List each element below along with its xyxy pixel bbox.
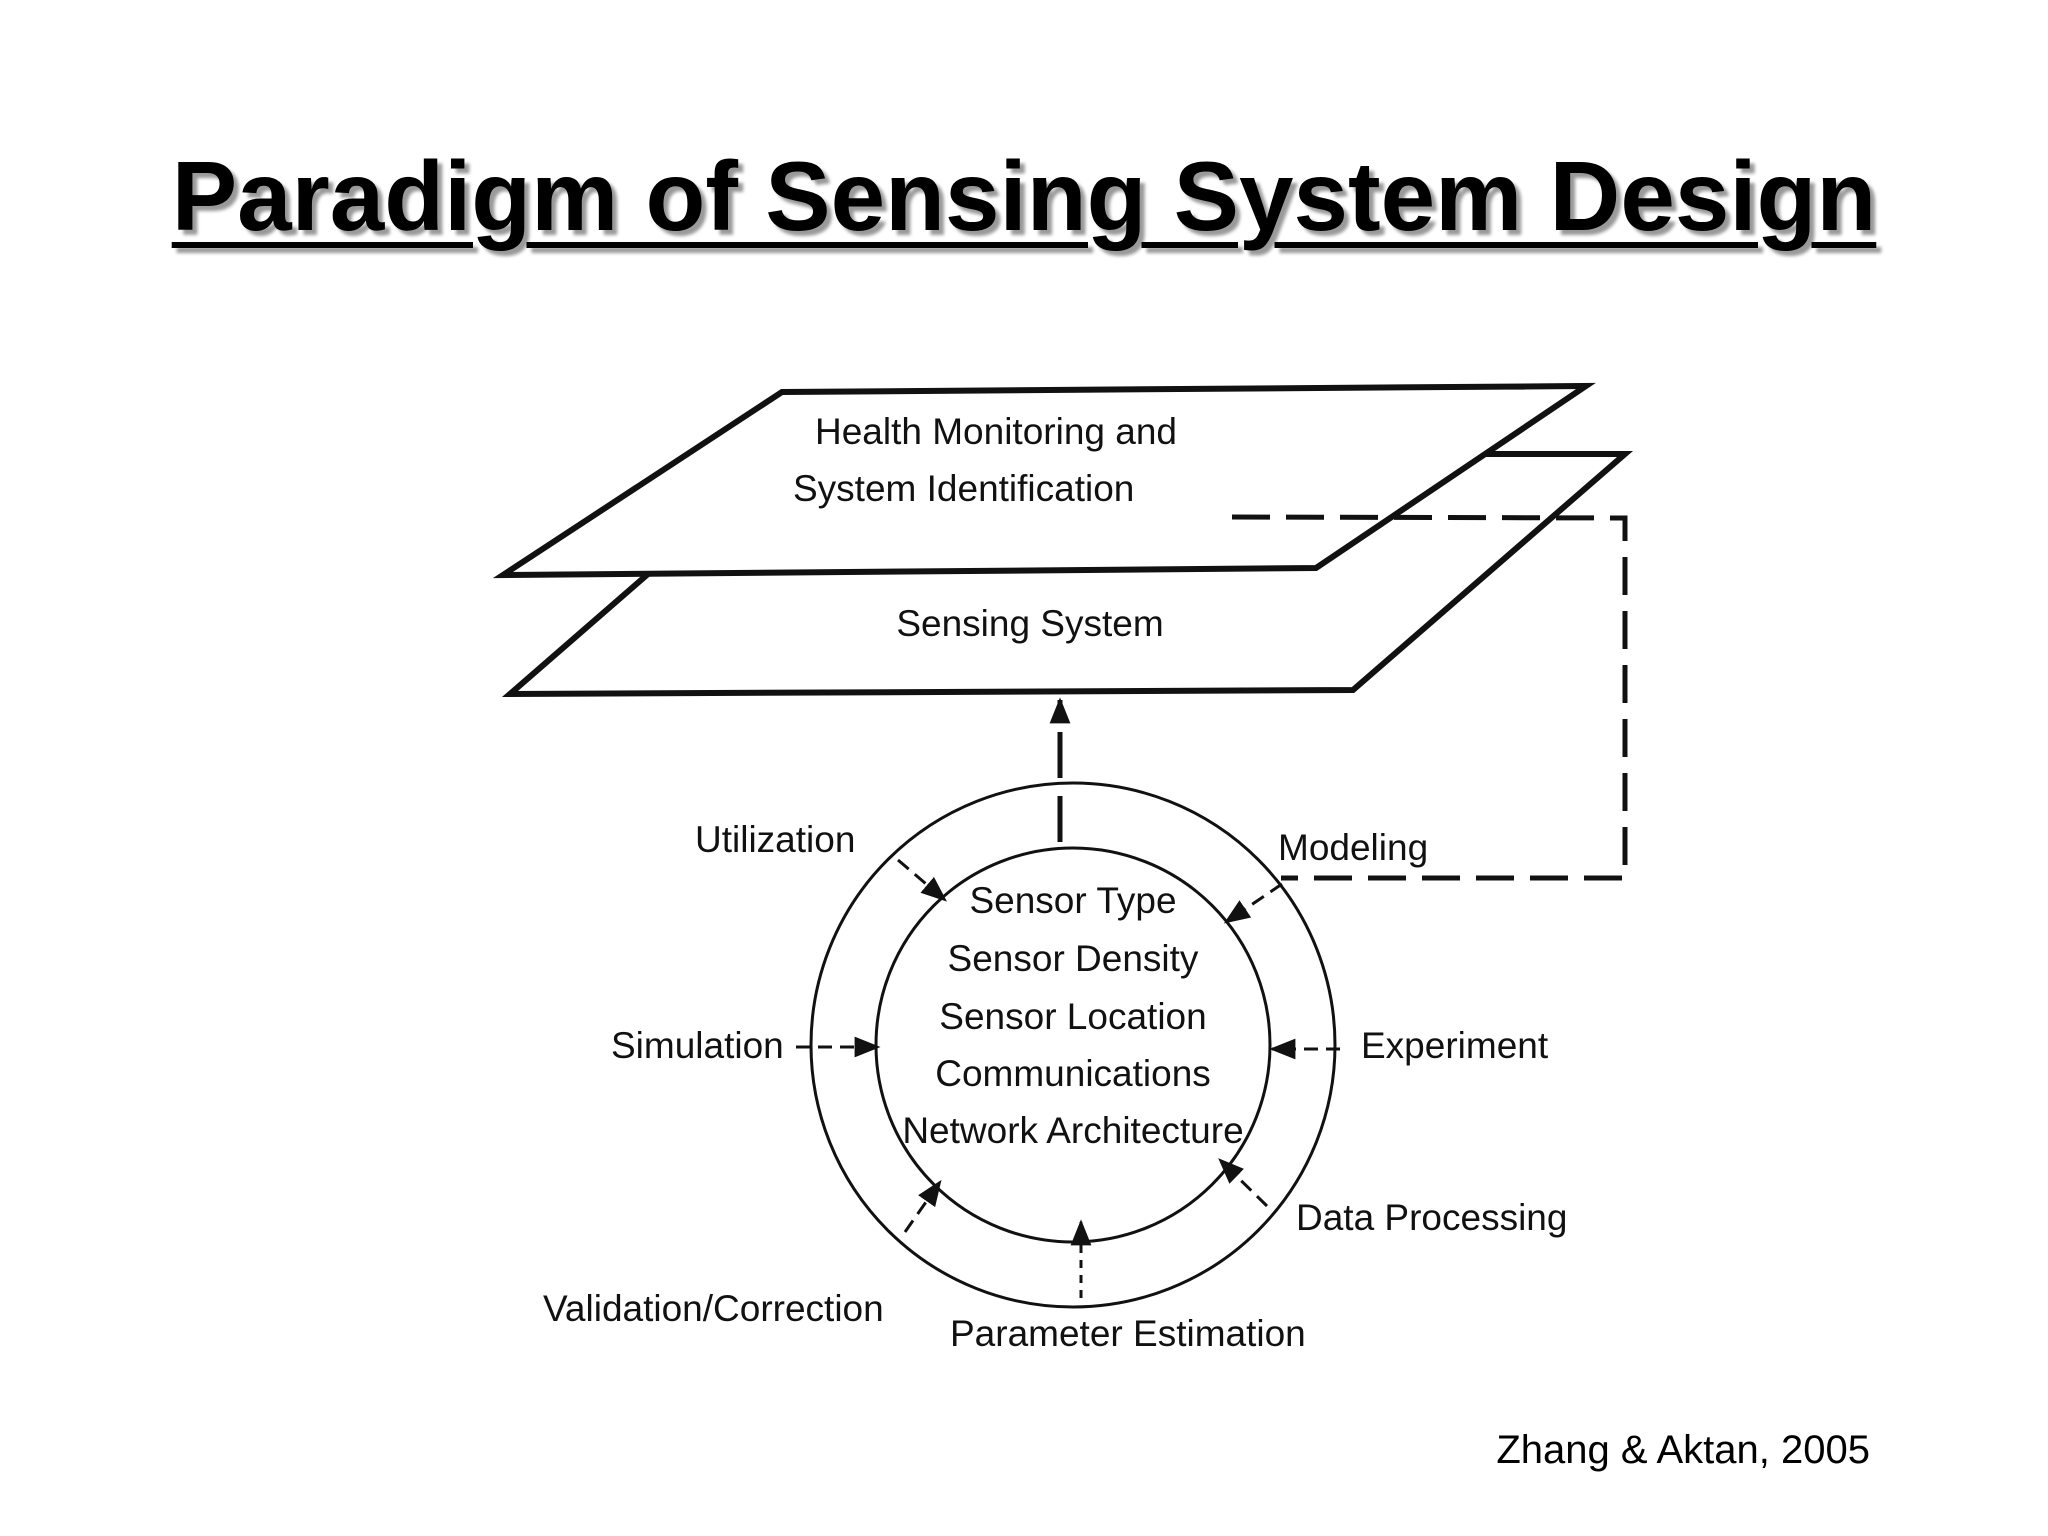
citation: Zhang & Aktan, 2005 [1496,1428,1870,1472]
slide-title: Paradigm of Sensing System Design [171,141,1877,251]
label-parameter-estimation: Parameter Estimation [950,1313,1306,1354]
core-item-sensor-density: Sensor Density [948,938,1199,979]
top-plane-line1: Health Monitoring and [815,411,1177,452]
top-plane-line2: System Identification [793,468,1134,509]
core-item-network-architecture: Network Architecture [902,1110,1243,1151]
core-item-sensor-type: Sensor Type [969,880,1176,921]
label-utilization: Utilization [695,819,855,860]
label-data-processing: Data Processing [1296,1197,1567,1238]
core-item-communications: Communications [935,1053,1211,1094]
label-modeling: Modeling [1278,827,1428,868]
arrow-utilization [897,858,947,902]
bottom-plane-label: Sensing System [896,603,1163,644]
core-item-sensor-location: Sensor Location [939,996,1206,1037]
label-simulation: Simulation [611,1025,784,1066]
feedback-dashed-connector [1231,514,1628,881]
arrow-validation-correction [903,1179,942,1233]
arrow-data-processing [1218,1158,1269,1208]
outer-ring [809,781,1337,1309]
health-monitoring-plane [492,382,1596,579]
arrow-modeling [1223,882,1283,924]
label-validation-correction: Validation/Correction [543,1288,884,1329]
label-experiment: Experiment [1361,1025,1549,1066]
